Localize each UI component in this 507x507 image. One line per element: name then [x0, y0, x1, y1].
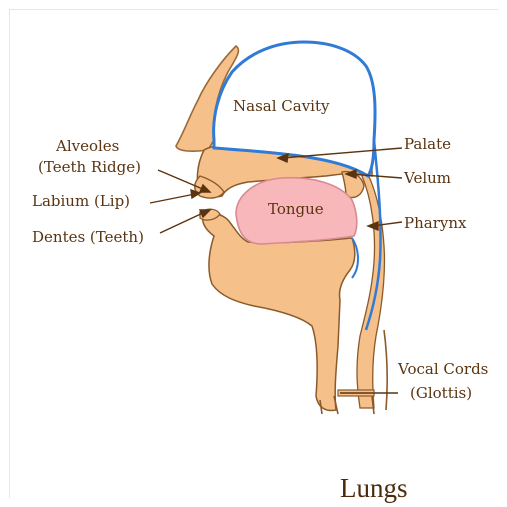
label-dentes: Dentes (Teeth)	[32, 228, 144, 246]
label-lungs: Lungs	[340, 473, 408, 503]
dentes-pointer	[160, 212, 205, 233]
label-palate: Palate	[404, 135, 451, 153]
label-velum: Velum	[403, 169, 451, 187]
label-labium: Labium (Lip)	[32, 192, 130, 210]
label-nasal-cavity: Nasal Cavity	[233, 97, 330, 115]
label-alveoles-sub: (Teeth Ridge)	[38, 158, 141, 176]
label-glottis: (Glottis)	[410, 384, 472, 402]
label-alveoles: Alveoles	[55, 137, 119, 155]
label-pharynx: Pharynx	[404, 214, 467, 232]
labium-pointer	[150, 194, 195, 203]
label-tongue: Tongue	[268, 200, 324, 218]
label-vocal-cords: Vocal Cords	[397, 360, 488, 378]
